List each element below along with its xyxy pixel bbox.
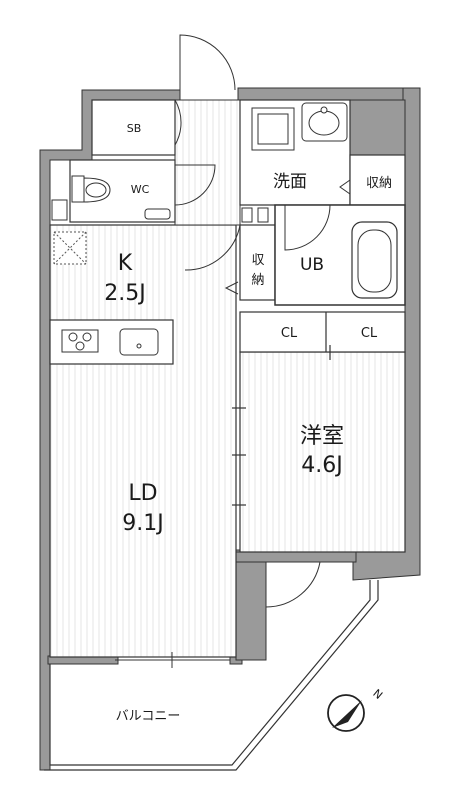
label-washroom: 洗面 — [273, 172, 307, 192]
label-balcony: バルコニー — [116, 709, 181, 724]
room-labels: SB WC 洗面 収納 K 2.5J 収 納 UB CL CL 洋室 4.6J … — [104, 122, 392, 724]
label-living-size: 9.1J — [122, 511, 163, 536]
label-living: LD — [128, 481, 157, 506]
label-unit-bath: UB — [300, 255, 324, 275]
partition-ticks — [232, 345, 331, 506]
label-storage-hall-top: 収 — [251, 253, 264, 268]
label-bedroom: 洋室 — [300, 424, 344, 449]
label-kitchen-size: 2.5J — [104, 281, 145, 306]
label-closet-right: CL — [361, 326, 378, 341]
balcony-outline — [44, 580, 379, 771]
label-wc: WC — [131, 183, 150, 196]
fixtures — [49, 102, 398, 365]
label-kitchen: K — [118, 251, 133, 276]
label-sb: SB — [127, 122, 142, 135]
floors — [49, 99, 406, 658]
label-storage-wash: 収納 — [366, 176, 392, 191]
label-storage-hall-bottom: 納 — [251, 273, 264, 288]
north-arrow-icon: N — [327, 687, 385, 732]
doors — [115, 34, 351, 668]
north-mark: N — [370, 687, 385, 702]
label-closet-left: CL — [281, 326, 298, 341]
label-bedroom-size: 4.6J — [301, 453, 342, 478]
